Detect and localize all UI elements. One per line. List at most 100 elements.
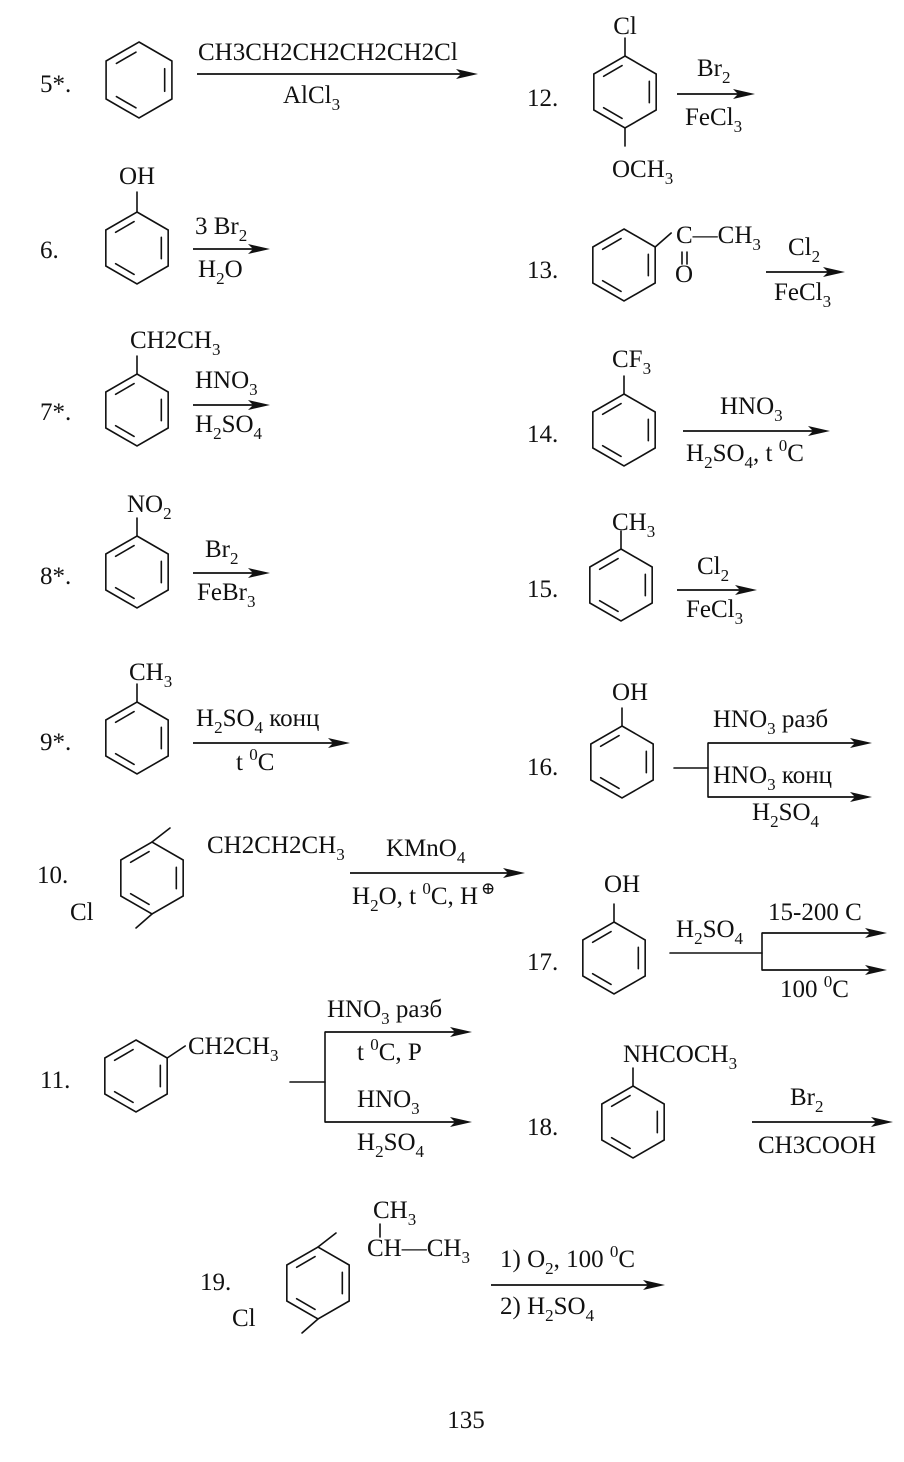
reaction-arrow	[193, 568, 270, 578]
substituent-label: CH2CH3	[188, 1033, 278, 1065]
benzene-ring	[105, 535, 169, 609]
double-bond	[114, 586, 135, 600]
arrow-head	[871, 1117, 893, 1127]
double-bond	[114, 710, 135, 724]
substituent-bond	[317, 1232, 337, 1248]
reagent-above: HNO3	[195, 367, 258, 399]
problem-number: 17.	[527, 949, 558, 976]
double-bond	[113, 1090, 134, 1104]
double-bond	[602, 106, 623, 120]
toluene-molecule	[589, 548, 653, 622]
benzene-ring	[286, 1246, 350, 1320]
double-bond	[602, 64, 623, 78]
carbonyl-oxygen-label: O	[675, 261, 693, 288]
double-bond	[114, 262, 135, 276]
substituent-bottom-label: OCH3	[612, 156, 673, 188]
branch1-reagent-above: HNO3 разб	[327, 996, 442, 1028]
arrow-head	[248, 244, 270, 254]
para-substituent-label: Cl	[70, 899, 94, 926]
double-bond	[598, 557, 619, 571]
benzene-ring	[105, 211, 169, 285]
problem-number: 13.	[527, 257, 558, 284]
double-bond	[114, 382, 135, 396]
para-substituent-label: Cl	[232, 1305, 256, 1332]
benzene-ring	[592, 393, 656, 467]
reagent-above: Br2	[697, 55, 731, 87]
chloropropylbenzene-molecule	[120, 841, 184, 915]
arrow-head	[850, 738, 872, 748]
reagent-below: CH3COOH	[758, 1132, 876, 1159]
arrow-head	[808, 426, 830, 436]
chloroanisole-molecule	[593, 55, 657, 129]
arrow-head	[450, 1027, 472, 1037]
benzene-ring	[105, 373, 169, 447]
substituent-label: NHCOCH3	[623, 1041, 737, 1073]
benzene-molecule	[105, 41, 173, 119]
branch2-arrow	[762, 965, 887, 975]
reagent-above: H2SO4 конц	[196, 705, 319, 737]
problem-number: 5*.	[40, 71, 71, 98]
problem-number: 7*.	[40, 399, 71, 426]
page-number: 135	[447, 1407, 485, 1434]
phenol-molecule	[105, 211, 169, 285]
benzene-ring	[104, 1039, 168, 1113]
branch2-reagent-above: HNO3 конц	[713, 762, 832, 794]
double-bond	[295, 1297, 316, 1311]
double-bond	[599, 734, 620, 748]
double-bond	[129, 850, 150, 864]
double-bond	[295, 1255, 316, 1269]
reagent-below: H2O, t 0C, H⊕	[352, 879, 495, 915]
reaction-arrow	[350, 868, 525, 878]
double-bond	[599, 776, 620, 790]
reaction-arrow	[193, 400, 270, 410]
phenol-molecule	[582, 921, 646, 995]
ethylbenzene-molecule	[104, 1039, 168, 1113]
reagent-below: H2O	[198, 256, 243, 288]
pre-branch-reagent: H2SO4	[676, 916, 744, 948]
problem-number: 9*.	[40, 729, 71, 756]
substituent-bond	[135, 913, 153, 929]
double-bond	[598, 599, 619, 613]
benzene-ring	[582, 921, 646, 995]
substituent-top-label: CH3	[373, 1197, 416, 1229]
reaction-arrow	[491, 1280, 665, 1290]
substituent-label: OH	[119, 163, 155, 190]
reaction-arrow	[197, 69, 478, 79]
branch1-reagent-below: t 0C, P	[357, 1035, 422, 1066]
acetophenone-molecule	[592, 228, 656, 302]
problem-number: 10.	[37, 862, 68, 889]
arrow-head	[823, 267, 845, 277]
double-bond	[601, 402, 622, 416]
acetanilide-molecule	[601, 1085, 665, 1159]
arrow-head	[450, 1117, 472, 1127]
substituent-top-label: Cl	[613, 13, 637, 40]
benzene-ring	[601, 1085, 665, 1159]
reagent-below: 2) H2SO4	[500, 1293, 595, 1325]
substituent-label: CH3	[612, 509, 655, 541]
substituent-label: CF3	[612, 346, 651, 378]
reagent-above: CH3CH2CH2CH2CH2Cl	[198, 39, 458, 66]
double-bond	[601, 444, 622, 458]
benzene-ring	[590, 725, 654, 799]
reagent-below: H2SO4, t 0C	[686, 436, 804, 472]
benzene-ring	[593, 55, 657, 129]
substituent-label: C—CH3	[676, 222, 761, 254]
reagent-above: Br2	[205, 536, 239, 568]
substituent-bond	[654, 232, 672, 248]
benzene-ring	[592, 228, 656, 302]
arrow-head	[643, 1280, 665, 1290]
double-bond	[610, 1094, 631, 1108]
reagent-above: Cl2	[788, 234, 820, 266]
branch2-reagent-above: HNO3	[357, 1086, 420, 1118]
substituent-label: OH	[604, 871, 640, 898]
problem-number: 18.	[527, 1114, 558, 1141]
toluene-molecule	[105, 701, 169, 775]
branch1-arrow	[708, 738, 872, 748]
reagent-below: t 0C	[236, 745, 274, 776]
problem-number: 19.	[200, 1269, 231, 1296]
problem-number: 8*.	[40, 563, 71, 590]
phenol-molecule	[590, 725, 654, 799]
branch2-reagent-below: H2SO4	[752, 799, 820, 831]
